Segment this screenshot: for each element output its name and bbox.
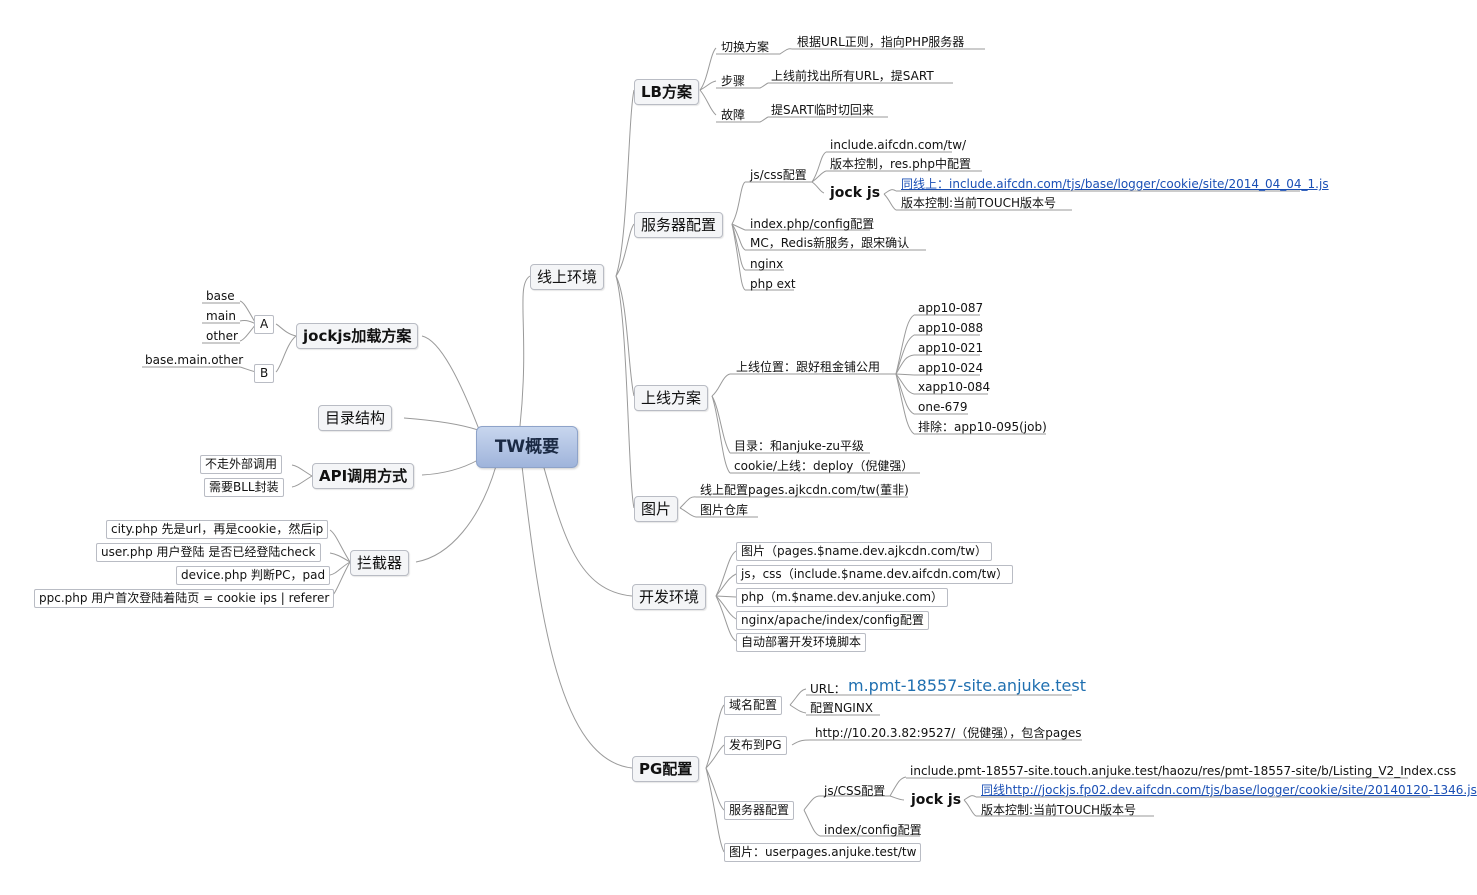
server-jockjs: jock js [830,185,881,201]
server-version: 版本控制，res.php中配置 [830,157,971,171]
server-nginx: nginx [750,257,784,271]
api-item[interactable]: 不走外部调用 [200,455,283,474]
interceptor-item[interactable]: city.php 先是url，再是cookie，然后ip [106,520,329,539]
jockjs-option-a[interactable]: A [254,315,275,334]
jockjs-b-item: base.main.other [145,353,244,367]
pg-jockjs-version: 版本控制:当前TOUCH版本号 [981,803,1137,817]
topic-interceptor[interactable]: 拦截器 [350,550,410,576]
server-jockjs-version: 版本控制:当前TOUCH版本号 [901,196,1057,210]
interceptor-item[interactable]: ppc.php 用户首次登陆着陆页 = cookie ips | referer [34,589,335,608]
jockjs-a-item: other [206,329,238,343]
server-index-config: index.php/config配置 [750,217,875,231]
dev-item[interactable]: 自动部署开发环境脚本 [736,633,867,652]
pg-include: include.pmt-18557-site.touch.anjuke.test… [910,764,1457,778]
pg-index-config: index/config配置 [824,823,922,837]
topic-jockjs-loading[interactable]: jockjs加载方案 [296,323,419,349]
pg-jscss-label: js/CSS配置 [824,784,886,798]
topic-api-call[interactable]: API调用方式 [312,463,415,489]
pg-url-value[interactable]: m.pmt-18557-site.anjuke.test [848,676,1086,695]
pg-server-config[interactable]: 服务器配置 [724,801,795,820]
topic-lb-plan[interactable]: LB方案 [634,79,699,105]
server-php-ext: php ext [750,277,796,291]
deploy-cookie: cookie/上线：deploy（倪健强） [734,459,914,473]
jockjs-a-item: base [206,289,235,303]
pg-publish-value: http://10.20.3.82:9527/（倪健强），包含pages [815,726,1082,740]
deploy-server-item: one-679 [918,400,968,414]
deploy-server-item: app10-088 [918,321,984,335]
topic-online-env[interactable]: 线上环境 [530,264,605,290]
deploy-server-item: app10-087 [918,301,984,315]
deploy-server-item: app10-021 [918,341,984,355]
pg-domain-config[interactable]: 域名配置 [724,696,783,715]
deploy-server-excluded: 排除：app10-095(job) [918,420,1047,434]
dev-item[interactable]: php（m.$name.dev.anjuke.com） [736,588,949,607]
topic-pg-config[interactable]: PG配置 [632,756,700,782]
deploy-server-item: xapp10-084 [918,380,991,394]
lb-steps-value: 上线前找出所有URL，提SART [771,69,934,83]
pg-jockjs: jock js [911,792,962,808]
deploy-directory: 目录：和anjuke-zu平级 [734,439,865,453]
dev-item[interactable]: nginx/apache/index/config配置 [736,611,929,630]
server-mc-redis: MC，Redis新服务，跟宋确认 [750,236,910,250]
images-repo: 图片仓库 [700,503,749,517]
lb-fault-label: 故障 [721,108,746,122]
lb-steps-label: 步骤 [721,74,746,88]
dev-item[interactable]: js，css（include.$name.dev.aifcdn.com/tw） [736,565,1014,584]
lb-fault-value: 提SART临时切回来 [771,103,874,117]
pg-jockjs-link[interactable]: 同线http://jockjs.fp02.dev.aifcdn.com/tjs/… [981,783,1477,797]
server-include: include.aifcdn.com/tw/ [830,138,967,152]
interceptor-item[interactable]: device.php 判断PC，pad [176,566,331,585]
lb-switch-label: 切换方案 [721,40,770,54]
pg-url-prefix: URL： [810,682,846,696]
dev-item[interactable]: 图片（pages.$name.dev.ajkcdn.com/tw） [736,542,992,561]
server-jockjs-link[interactable]: 同线上：include.aifcdn.com/tjs/base/logger/c… [901,177,1329,191]
pg-images[interactable]: 图片：userpages.anjuke.test/tw [724,843,922,862]
lb-switch-value: 根据URL正则，指向PHP服务器 [797,35,965,49]
topic-deploy-plan[interactable]: 上线方案 [634,385,709,411]
jockjs-option-b[interactable]: B [254,364,275,383]
interceptor-item[interactable]: user.php 用户登陆 是否已经登陆check [96,543,321,562]
deploy-server-item: app10-024 [918,361,984,375]
pg-nginx: 配置NGINX [810,701,874,715]
server-jscss-label: js/css配置 [750,168,807,182]
topic-dev-env[interactable]: 开发环境 [632,584,707,610]
images-online-config: 线上配置pages.ajkcdn.com/tw(董非) [700,483,909,497]
topic-server-config[interactable]: 服务器配置 [634,212,724,238]
topic-directory-structure[interactable]: 目录结构 [318,405,393,431]
central-topic[interactable]: TW概要 [476,426,578,468]
deploy-position: 上线位置：跟好租金铺公用 [736,360,881,374]
jockjs-a-item: main [206,309,236,323]
api-item[interactable]: 需要BLL封装 [204,478,284,497]
pg-publish[interactable]: 发布到PG [724,736,787,755]
topic-images[interactable]: 图片 [634,496,679,522]
